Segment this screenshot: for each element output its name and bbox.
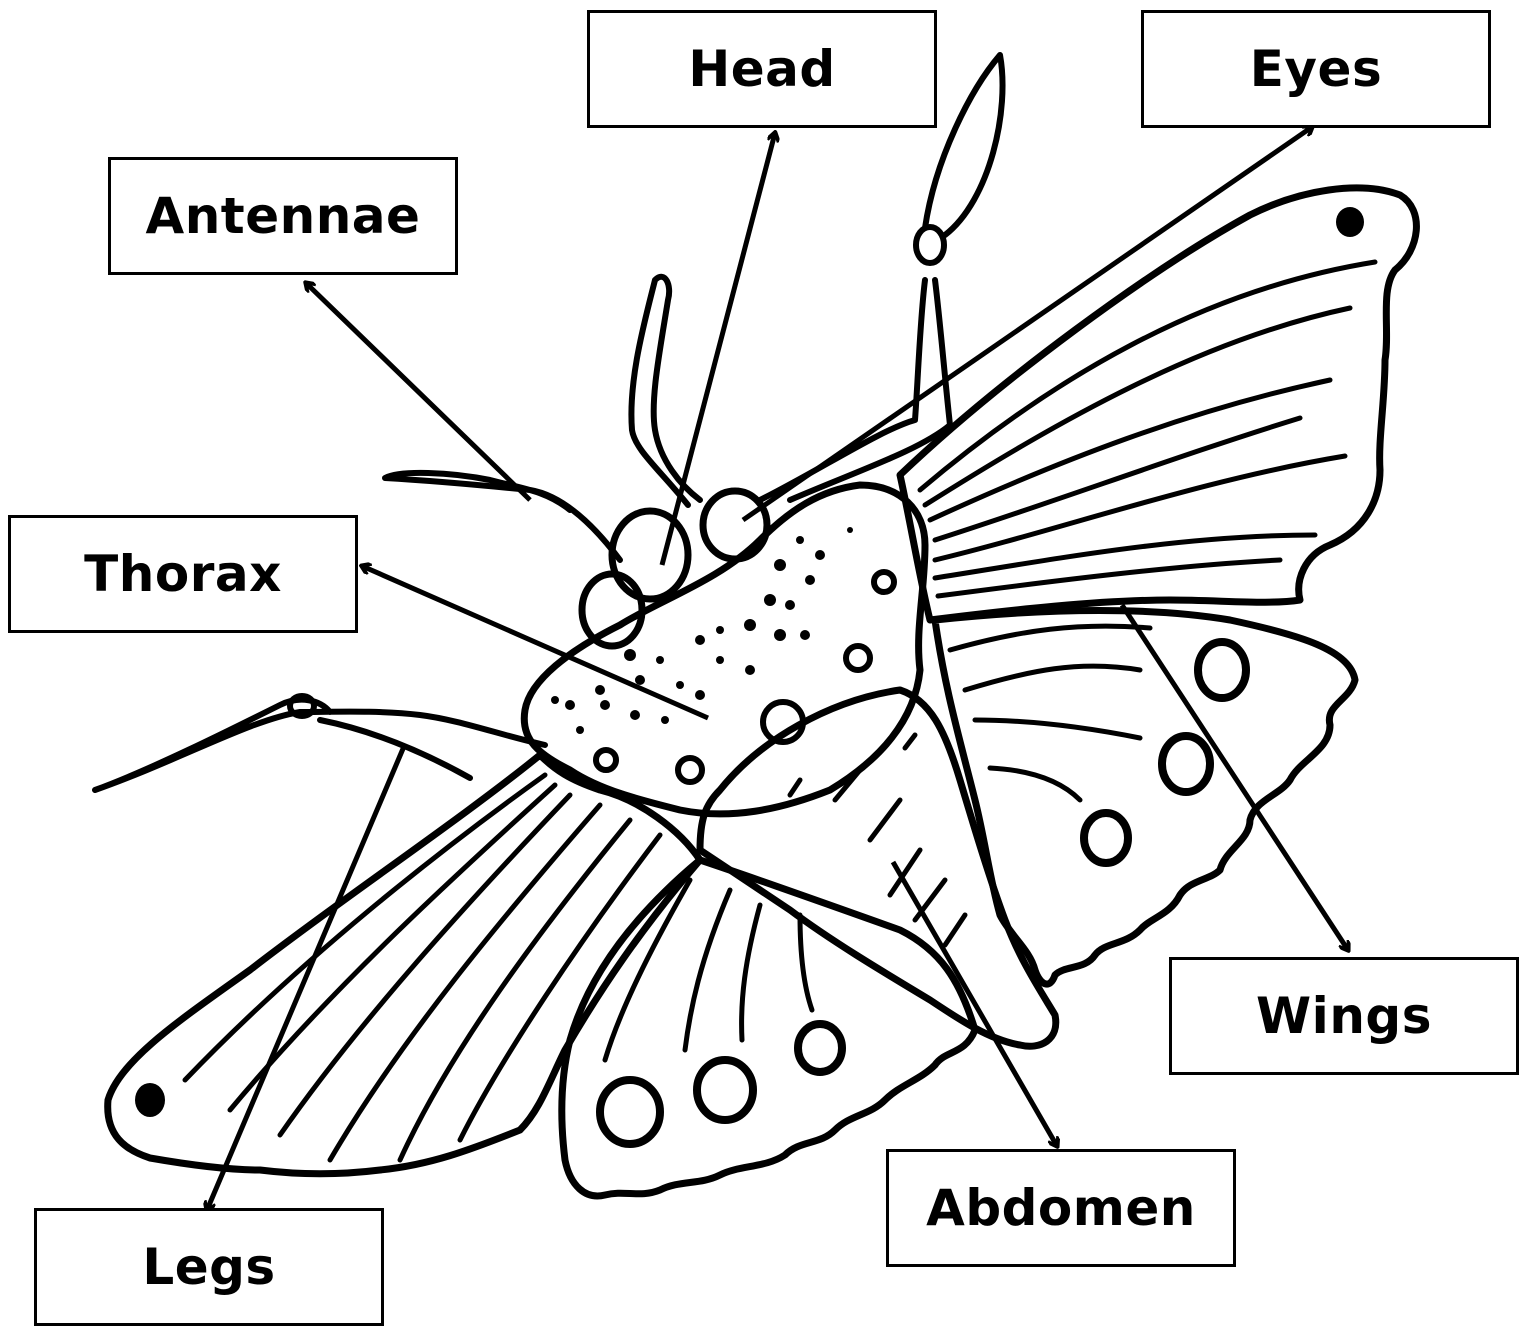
label-antennae: Antennae xyxy=(146,187,421,245)
antenna-right xyxy=(760,280,925,500)
hindwing-bottom-spots xyxy=(600,1024,842,1144)
label-thorax: Thorax xyxy=(84,545,282,603)
arrow-antennae xyxy=(306,283,530,500)
antenna-right-2 xyxy=(790,280,950,500)
arrow-abdomen xyxy=(893,862,1057,1146)
label-box-wings: Wings xyxy=(1169,957,1519,1075)
arrow-wings xyxy=(1122,605,1348,950)
antenna-right-club xyxy=(916,227,944,263)
forewing-tip-spot xyxy=(1336,207,1364,237)
label-box-head: Head xyxy=(587,10,937,128)
label-legs: Legs xyxy=(142,1238,275,1296)
label-eyes: Eyes xyxy=(1250,40,1382,98)
lower-left-forewing xyxy=(108,755,700,1174)
leg-left-joint xyxy=(290,696,314,716)
head-shape xyxy=(612,511,688,599)
thorax-spots xyxy=(551,527,853,734)
arrow-thorax xyxy=(362,566,708,718)
label-box-eyes: Eyes xyxy=(1141,10,1491,128)
left-eye xyxy=(582,574,642,646)
abdomen-body xyxy=(700,690,1056,1046)
label-head: Head xyxy=(688,40,835,98)
label-box-abdomen: Abdomen xyxy=(886,1149,1236,1267)
label-abdomen: Abdomen xyxy=(926,1179,1196,1237)
proboscis xyxy=(631,277,700,505)
leg-left xyxy=(95,700,545,790)
arrow-eyes xyxy=(743,127,1312,520)
upper-right-forewing xyxy=(900,188,1416,620)
label-box-legs: Legs xyxy=(34,1208,384,1326)
lower-right-hindwing xyxy=(935,611,1355,985)
label-box-thorax: Thorax xyxy=(8,515,358,633)
left-forewing-tip-spot xyxy=(135,1083,165,1117)
forewing-veins xyxy=(920,262,1375,596)
label-box-antennae: Antennae xyxy=(108,157,458,275)
antenna-left xyxy=(385,473,620,560)
abdomen-markings xyxy=(790,735,965,945)
label-wings: Wings xyxy=(1256,987,1432,1045)
hindwing-right-veins xyxy=(950,626,1150,800)
